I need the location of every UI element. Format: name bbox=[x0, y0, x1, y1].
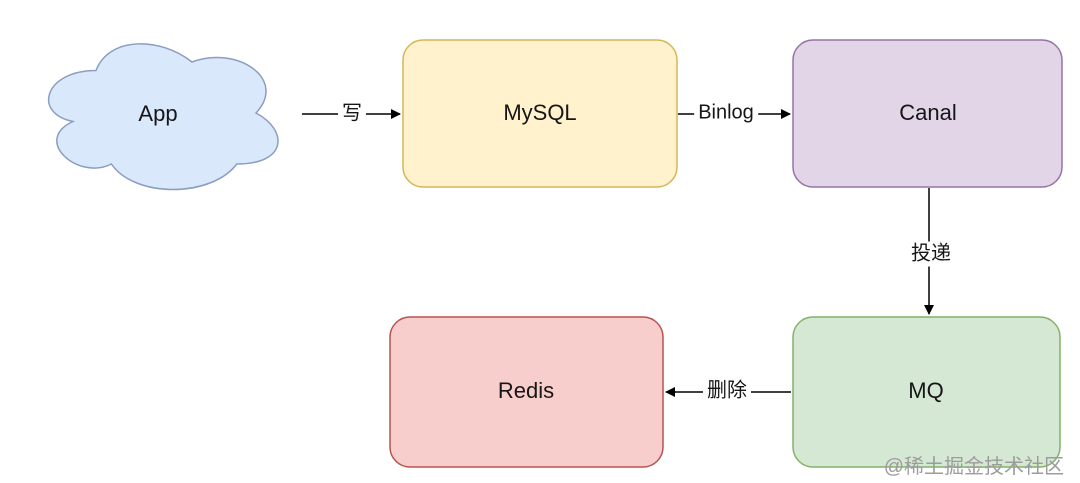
node-app-cloud-shape bbox=[47, 43, 279, 191]
node-canal-shape bbox=[792, 39, 1063, 188]
node-label-mysql: MySQL bbox=[503, 100, 577, 125]
node-mysql-shape bbox=[402, 39, 678, 188]
node-mq-shape bbox=[792, 316, 1061, 468]
node-label-mq: MQ bbox=[908, 378, 944, 403]
edge-label-write: 写 bbox=[338, 101, 366, 127]
edge-label-deliver: 投递 bbox=[907, 241, 955, 267]
edge-label-delete: 删除 bbox=[703, 378, 751, 404]
node-label-app: App bbox=[138, 101, 178, 126]
node-redis-shape bbox=[389, 316, 664, 468]
node-label-canal: Canal bbox=[899, 100, 957, 125]
watermark: @稀土掘金技术社区 bbox=[884, 455, 1064, 478]
edge-label-binlog: Binlog bbox=[694, 100, 758, 126]
node-label-redis: Redis bbox=[497, 378, 555, 403]
